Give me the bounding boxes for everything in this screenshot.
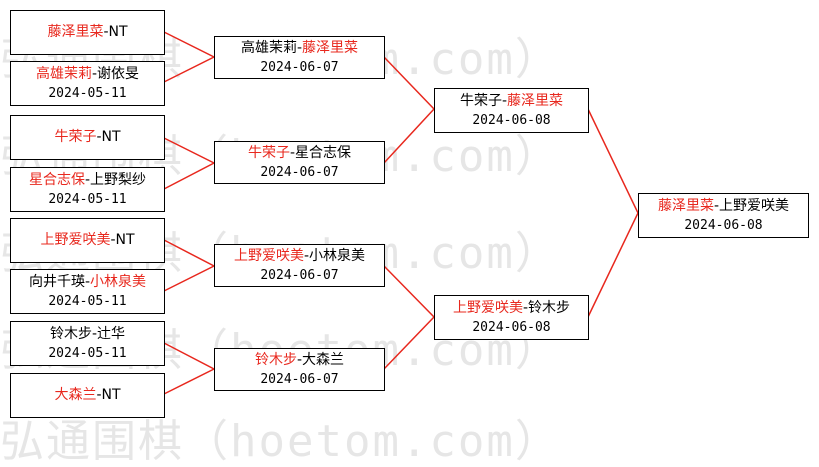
match-date: 2024-06-08	[472, 319, 551, 335]
player-separator: -	[522, 299, 529, 316]
player-name: 铃木步	[254, 351, 297, 368]
match-players: 向井千瑛-小林泉美	[29, 273, 146, 292]
match-players: 藤泽里菜-上野爱咲美	[658, 197, 789, 216]
player-name: 牛荣子	[459, 92, 502, 109]
player-name: 小林泉美	[90, 273, 147, 290]
match-date: 2024-05-11	[48, 85, 127, 101]
player-name: 大森兰	[54, 387, 97, 403]
match-box-round1: 上野爱咲美-NT	[10, 218, 165, 263]
match-players: 高雄茉莉-谢依旻	[36, 65, 139, 84]
player-name: 牛荣子	[54, 129, 97, 145]
match-players: 大森兰-NT	[54, 386, 120, 405]
player-name: 辻华	[97, 325, 126, 342]
player-name: 谢依旻	[97, 65, 140, 82]
player-name: 藤泽里菜	[507, 92, 564, 109]
player-separator: -	[96, 387, 102, 403]
connector-line	[163, 31, 216, 83]
match-players: 铃木步-大森兰	[255, 351, 344, 370]
player-separator: -	[289, 144, 296, 161]
player-name: 星合志保	[295, 144, 352, 161]
connector-line	[383, 265, 436, 370]
player-name: NT	[115, 232, 135, 248]
player-name: 藤泽里菜	[657, 197, 714, 214]
match-players: 高雄茉莉-藤泽里菜	[241, 39, 358, 58]
player-name: 高雄茉莉	[35, 65, 92, 82]
match-box-round1: 牛荣子-NT	[10, 115, 165, 160]
player-name: 上野爱咲美	[40, 232, 111, 248]
player-name: 小林泉美	[309, 247, 366, 264]
match-players: 星合志保-上野梨纱	[29, 171, 146, 190]
match-players: 牛荣子-NT	[54, 128, 120, 147]
match-players: 牛荣子-星合志保	[248, 144, 351, 163]
player-name: 藤泽里菜	[47, 24, 104, 40]
match-date: 2024-06-07	[260, 371, 339, 387]
player-name: 上野梨纱	[90, 171, 147, 188]
player-separator: -	[296, 39, 303, 56]
match-players: 上野爱咲美-铃木步	[453, 299, 570, 318]
player-separator: -	[501, 92, 508, 109]
player-separator: -	[110, 232, 116, 248]
match-date: 2024-06-07	[260, 267, 339, 283]
player-name: 上野爱咲美	[233, 247, 304, 264]
match-date: 2024-06-07	[260, 59, 339, 75]
connector-line	[163, 239, 216, 292]
match-players: 上野爱咲美-小林泉美	[234, 247, 365, 266]
connector-line	[163, 137, 216, 190]
player-name: 高雄茉莉	[240, 39, 297, 56]
player-separator: -	[91, 65, 98, 82]
connector-line	[587, 108, 639, 318]
player-name: 铃木步	[49, 325, 92, 342]
match-date: 2024-05-11	[48, 293, 127, 309]
connector-line	[163, 342, 216, 395]
player-separator: -	[84, 273, 91, 290]
match-players: 上野爱咲美-NT	[40, 231, 134, 250]
player-separator: -	[713, 197, 720, 214]
match-players: 牛荣子-藤泽里菜	[460, 92, 563, 111]
match-date: 2024-05-11	[48, 191, 127, 207]
match-box-round1: 藤泽里菜-NT	[10, 10, 165, 55]
player-name: 向井千瑛	[28, 273, 85, 290]
match-box-round1: 大森兰-NT	[10, 373, 165, 418]
player-name: 藤泽里菜	[302, 39, 359, 56]
match-players: 藤泽里菜-NT	[47, 23, 127, 42]
player-name: 牛荣子	[247, 144, 290, 161]
player-separator: -	[103, 24, 109, 40]
match-date: 2024-06-08	[472, 112, 551, 128]
player-separator: -	[91, 325, 98, 342]
match-date: 2024-05-11	[48, 345, 127, 361]
match-date: 2024-06-07	[260, 164, 339, 180]
player-separator: -	[84, 171, 91, 188]
player-name: 大森兰	[302, 351, 345, 368]
player-separator: -	[296, 351, 303, 368]
player-name: 星合志保	[28, 171, 85, 188]
match-date: 2024-06-08	[684, 217, 763, 233]
player-name: NT	[101, 129, 121, 145]
connector-line	[383, 56, 436, 164]
player-separator: -	[96, 129, 102, 145]
match-players: 铃木步-辻华	[50, 325, 125, 344]
player-name: NT	[108, 24, 128, 40]
player-name: 上野爱咲美	[452, 299, 523, 316]
bracket-diagram: 弘通围棋（hoetom.com） 弘通围棋（hoetom.com） 弘通围棋（h…	[0, 10, 809, 464]
player-name: 上野爱咲美	[719, 197, 790, 214]
player-separator: -	[303, 247, 310, 264]
player-name: 铃木步	[528, 299, 571, 316]
player-name: NT	[101, 387, 121, 403]
